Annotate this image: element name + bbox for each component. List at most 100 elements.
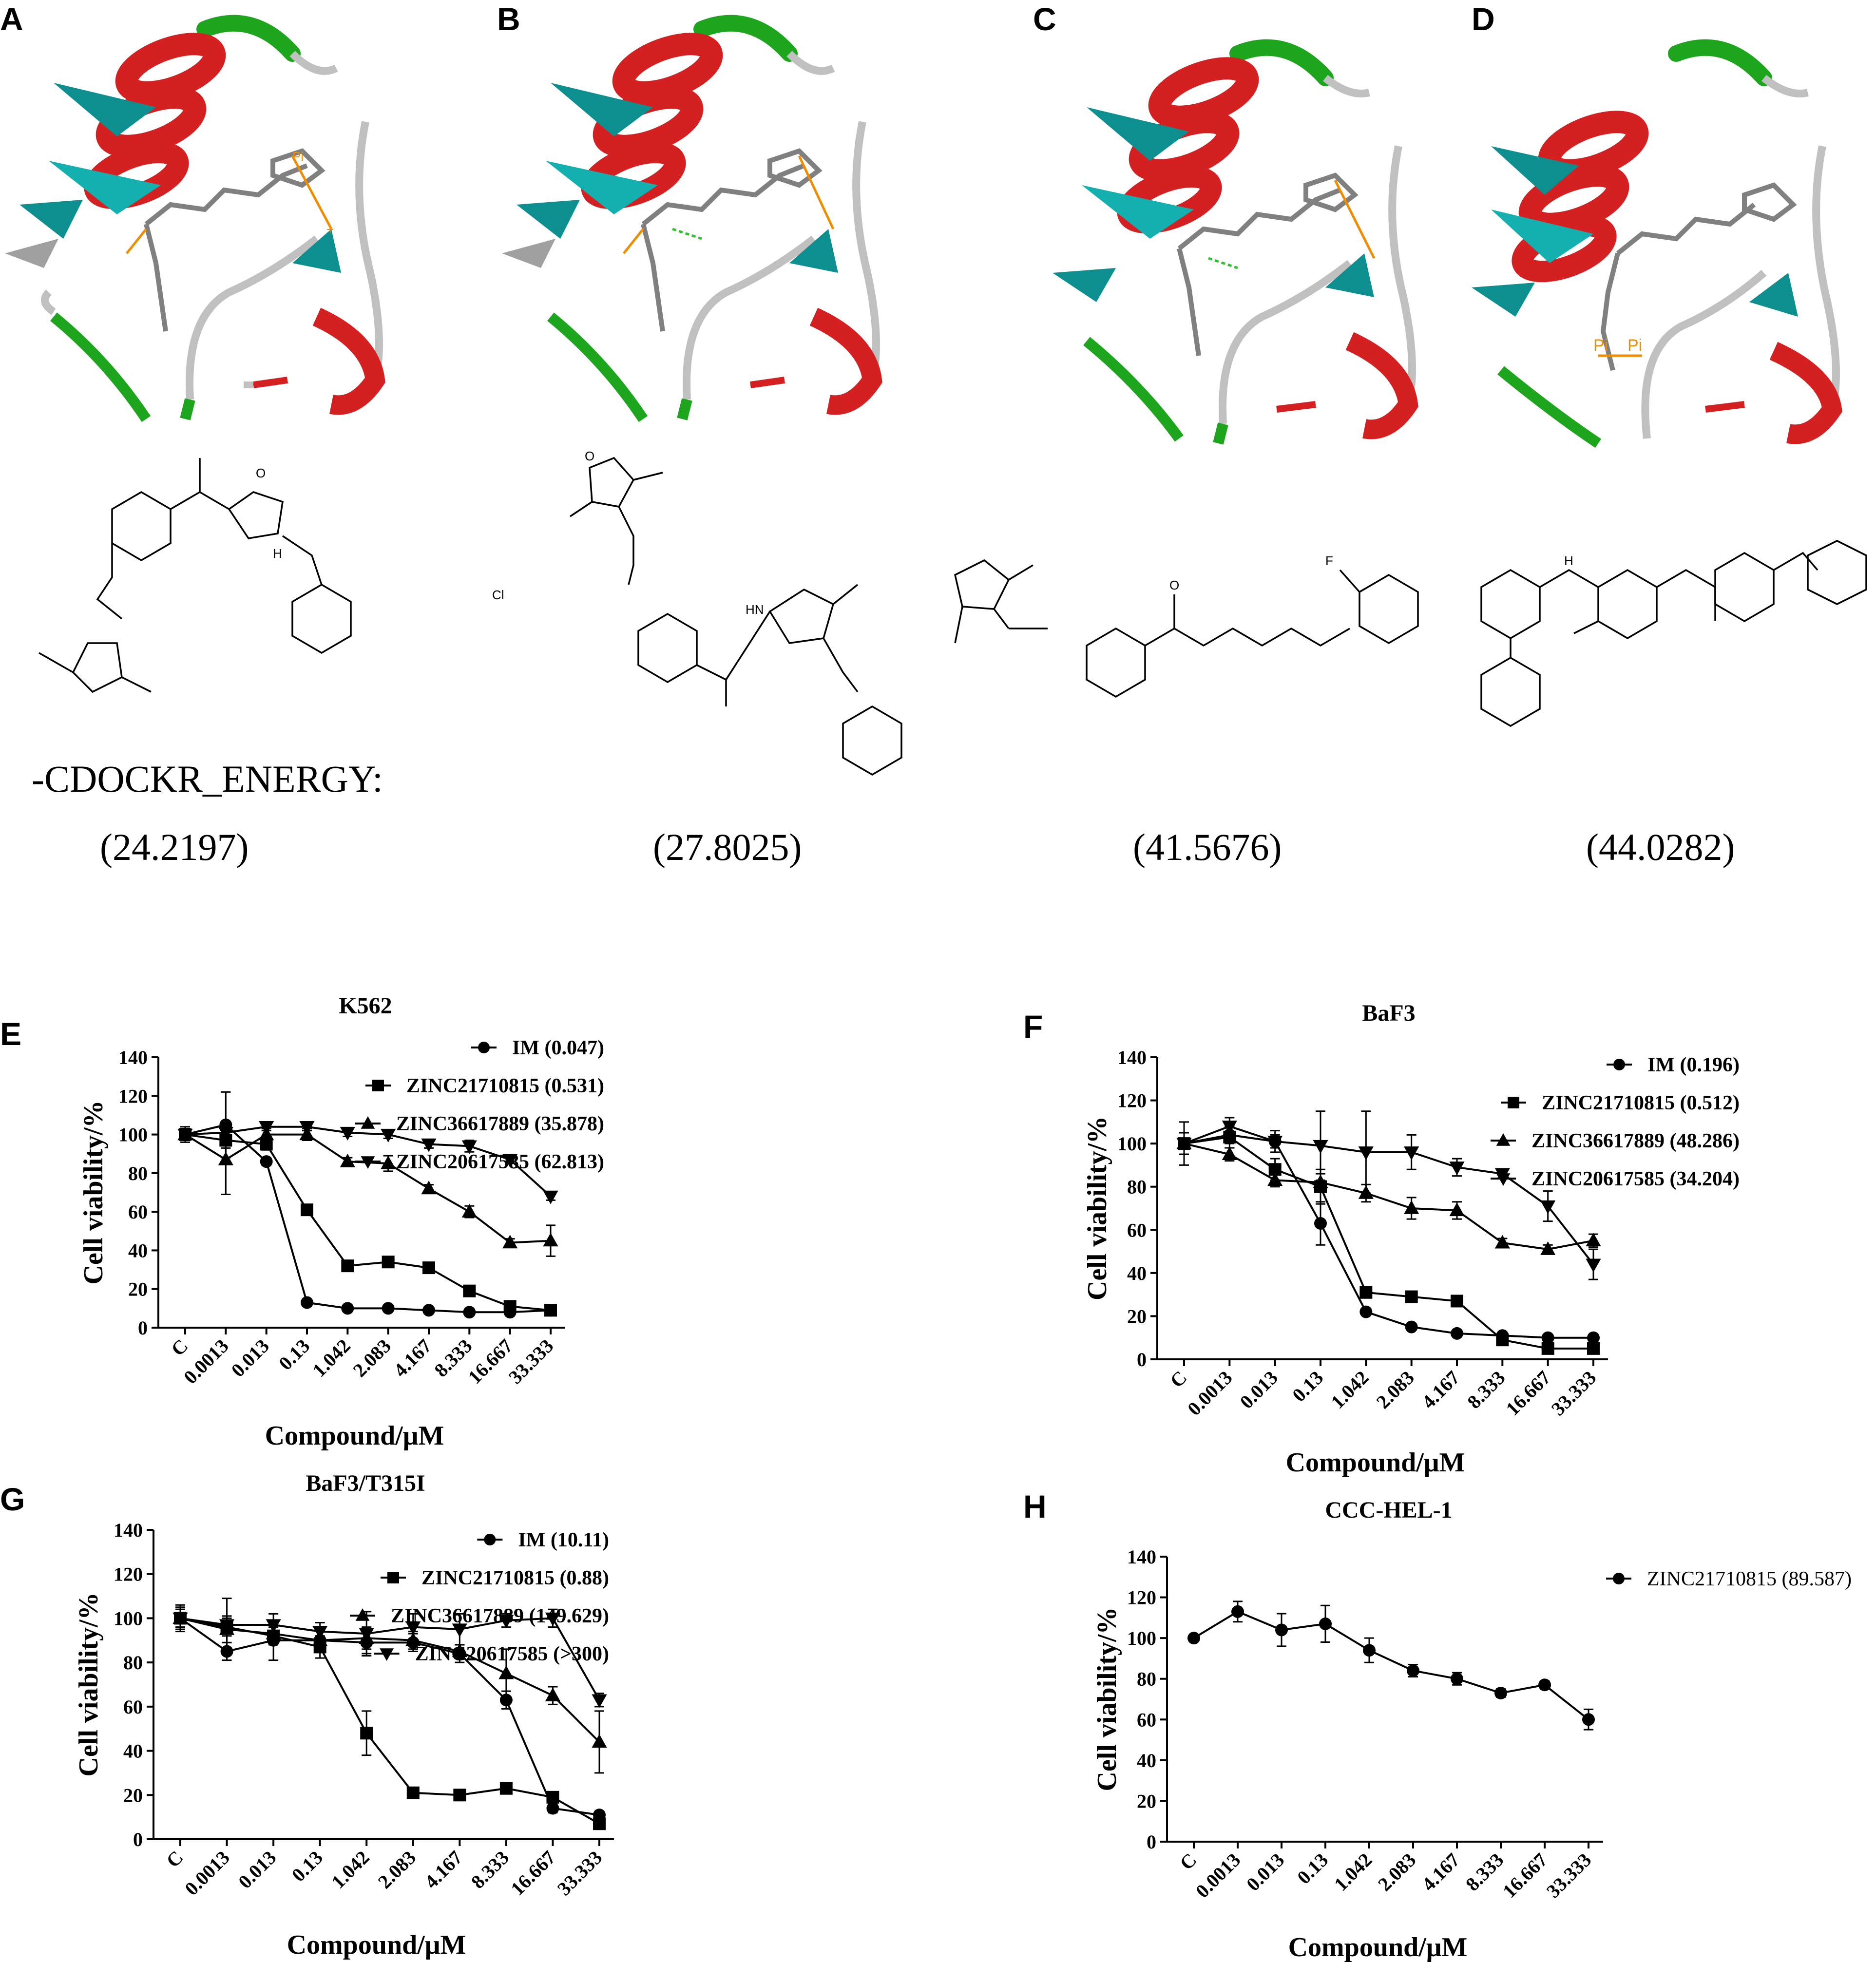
x-tick-label: 16.667 <box>1498 1849 1552 1903</box>
x-tick-label: 8.333 <box>467 1847 513 1893</box>
protein-ribbon-a <box>5 15 385 422</box>
y-tick-label: 100 <box>114 1607 143 1629</box>
legend-label: ZINC20617585 (>300) <box>415 1643 609 1665</box>
energy-value-d: (44.0282) <box>1586 826 1735 868</box>
x-tick-label: 0.013 <box>1236 1367 1282 1413</box>
legend-entry: ZINC21710815 (0.512) <box>1501 1092 1740 1114</box>
data-point <box>452 1643 467 1657</box>
x-tick-label: 33.333 <box>1547 1367 1601 1420</box>
series-line <box>1184 1125 1594 1265</box>
legend-entry: ZINC21710815 (0.88) <box>381 1567 609 1589</box>
legend-marker <box>380 1648 394 1661</box>
series-1 <box>1187 1600 1595 1731</box>
x-tick-label: 16.667 <box>463 1335 517 1389</box>
ligand-sticks-a <box>144 148 325 332</box>
structure-atom-labels: O H Cl O HN F O H <box>256 449 1573 617</box>
y-tick-label: 140 <box>114 1519 143 1541</box>
protein-ribbon-d <box>1472 39 1842 448</box>
docking-panel-d: D Pi <box>1472 1 1842 448</box>
docking-panels: A <box>0 1 1842 448</box>
data-point <box>260 1155 273 1168</box>
x-tick-label: 0.013 <box>227 1335 273 1381</box>
data-point <box>543 1190 558 1204</box>
y-tick-label: 40 <box>128 1239 148 1261</box>
data-point <box>1494 1686 1507 1699</box>
y-tick-label: 0 <box>133 1829 143 1850</box>
series-3 <box>172 1606 607 1774</box>
x-tick-label: 2.083 <box>374 1847 420 1893</box>
data-point <box>405 1621 421 1635</box>
x-axis-label: Compound/μM <box>1288 1932 1468 1962</box>
y-tick-label: 100 <box>1127 1627 1156 1649</box>
legend-label: ZINC20617585 (34.204) <box>1531 1168 1740 1190</box>
legend-label: ZINC36617889 (48.286) <box>1531 1130 1740 1152</box>
data-point <box>1187 1632 1200 1645</box>
panel-letter-e: E <box>0 1016 21 1052</box>
data-point <box>503 1300 517 1313</box>
x-axis-label: Compound/μM <box>1286 1448 1465 1478</box>
y-tick-label: 20 <box>123 1784 143 1806</box>
svg-text:Pi: Pi <box>1593 336 1608 355</box>
svg-text:Pi: Pi <box>1627 336 1642 355</box>
data-point <box>312 1625 328 1639</box>
data-point <box>452 1623 467 1638</box>
y-tick-label: 20 <box>1137 1790 1156 1812</box>
data-point <box>1540 1200 1556 1214</box>
y-tick-label: 80 <box>123 1652 143 1674</box>
data-point <box>1587 1342 1600 1355</box>
y-tick-label: 120 <box>1117 1090 1147 1112</box>
data-point <box>1538 1678 1551 1692</box>
y-tick-label: 140 <box>1117 1047 1147 1068</box>
data-point <box>499 1782 513 1795</box>
energy-value-c: (41.5676) <box>1133 826 1282 868</box>
legend-entry: IM (0.196) <box>1607 1054 1740 1076</box>
series-2 <box>179 1128 557 1317</box>
data-point <box>1222 1146 1237 1160</box>
data-point <box>1222 1121 1237 1134</box>
data-point <box>172 1612 188 1626</box>
series-line <box>179 1617 600 1816</box>
data-point <box>461 1140 477 1154</box>
data-point <box>266 1619 281 1633</box>
legend-entry: ZINC36617889 (35.878) <box>355 1113 604 1135</box>
x-tick-label: 4.167 <box>420 1847 466 1893</box>
y-tick-label: 80 <box>128 1162 148 1184</box>
data-point <box>1582 1713 1595 1726</box>
legend-marker <box>1613 1059 1626 1070</box>
pi-label-a: Pi <box>292 149 304 164</box>
x-tick-label: 1.042 <box>308 1335 354 1381</box>
structure-a <box>38 458 352 693</box>
data-point <box>592 1734 607 1748</box>
data-point <box>218 1126 233 1141</box>
data-point <box>498 1615 514 1629</box>
y-tick-label: 60 <box>1127 1219 1147 1241</box>
series-line <box>185 1133 551 1312</box>
legend-label: ZINC21710815 (0.512) <box>1542 1092 1740 1114</box>
y-tick-label: 60 <box>1137 1709 1156 1731</box>
data-point <box>1586 1233 1601 1247</box>
data-point <box>453 1789 466 1802</box>
data-point <box>301 1203 313 1217</box>
x-tick-label: 0.13 <box>1288 1367 1327 1406</box>
legend-marker <box>478 1042 490 1053</box>
y-tick-label: 20 <box>1127 1305 1147 1327</box>
chart-title: BaF3 <box>1362 1000 1415 1026</box>
data-point <box>341 1302 354 1315</box>
data-point <box>1541 1342 1554 1355</box>
data-point <box>359 1628 374 1642</box>
data-point <box>421 1181 437 1195</box>
legend-marker <box>355 1608 370 1621</box>
structure-b <box>570 457 902 776</box>
x-tick-label: C <box>1166 1367 1191 1392</box>
x-tick-label: 0.013 <box>234 1847 280 1893</box>
data-point <box>1451 1327 1463 1340</box>
y-tick-label: 140 <box>118 1047 148 1068</box>
energy-labels: -CDOCKR_ENERGY: (24.2197) (27.8025) (41.… <box>32 758 1735 868</box>
data-point <box>1314 1217 1327 1230</box>
svg-text:H: H <box>1564 553 1573 568</box>
x-tick-label: 16.667 <box>506 1847 560 1900</box>
docking-panel-a: A <box>0 1 385 422</box>
